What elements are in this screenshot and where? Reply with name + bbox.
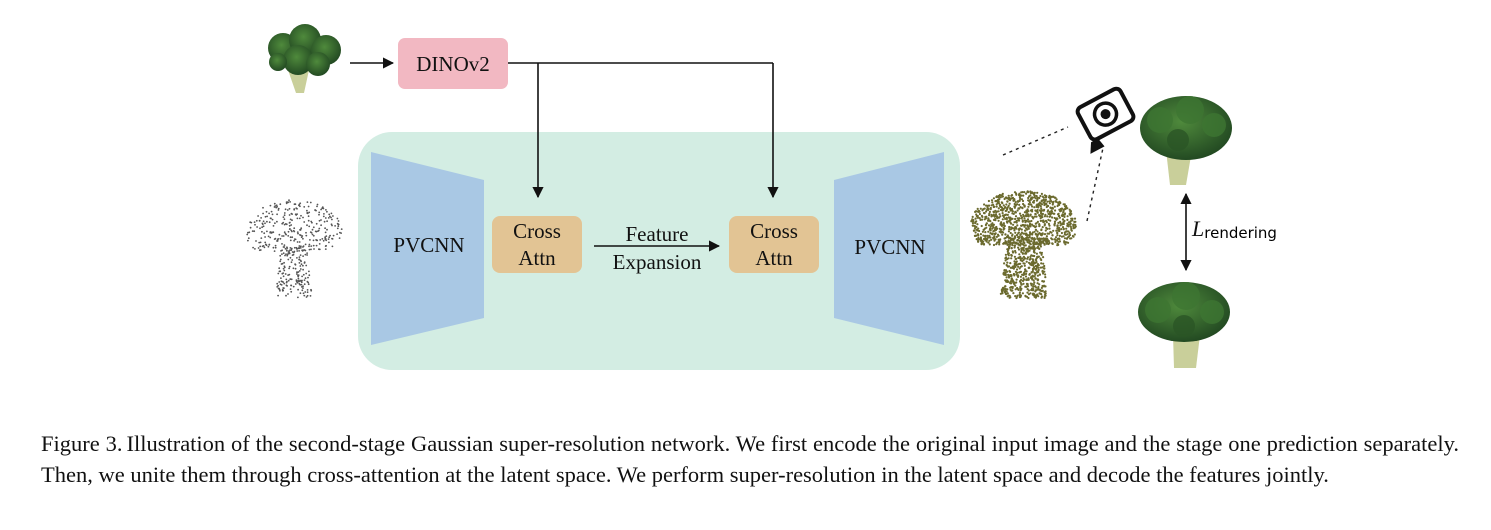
encoder-label: PVCNN: [393, 233, 464, 257]
encoder-pvcnn: [371, 152, 484, 345]
figure-caption-label: Figure 3.: [41, 431, 123, 456]
feature-expansion-line2: Expansion: [613, 250, 702, 274]
sparse-point-cloud: [246, 199, 343, 299]
decoder-pvcnn: [834, 152, 944, 345]
cross-attn-left-box: [492, 216, 582, 273]
dino-label: DINOv2: [416, 52, 490, 76]
cross-attn-right-line1: Cross: [750, 219, 798, 243]
camera-icon: [1075, 86, 1136, 154]
figure-caption-text: Illustration of the second-stage Gaussia…: [41, 431, 1459, 487]
dense-point-cloud: [970, 190, 1077, 300]
architecture-diagram: DINOv2 PVCNN Cross Attn Feature Expansio…: [246, 24, 1277, 370]
cross-attn-right-box: [729, 216, 819, 273]
rendering-loss-label: Lrendering: [1191, 216, 1277, 242]
cross-attn-left-line1: Cross: [513, 219, 561, 243]
broccoli-rendered: [1140, 96, 1232, 185]
cross-attn-left-line2: Attn: [518, 246, 556, 270]
camera-frustum-line-2: [1086, 147, 1104, 222]
broccoli-ground-truth: [1138, 282, 1230, 368]
backbone-background: [358, 132, 960, 370]
broccoli-input-image: [268, 24, 341, 93]
camera-frustum-line-1: [1002, 126, 1069, 156]
feature-expansion-line1: Feature: [626, 222, 689, 246]
figure-caption: Figure 3.Illustration of the second-stag…: [41, 428, 1459, 490]
decoder-label: PVCNN: [854, 235, 925, 259]
dino-box: [398, 38, 508, 89]
cross-attn-right-line2: Attn: [755, 246, 793, 270]
